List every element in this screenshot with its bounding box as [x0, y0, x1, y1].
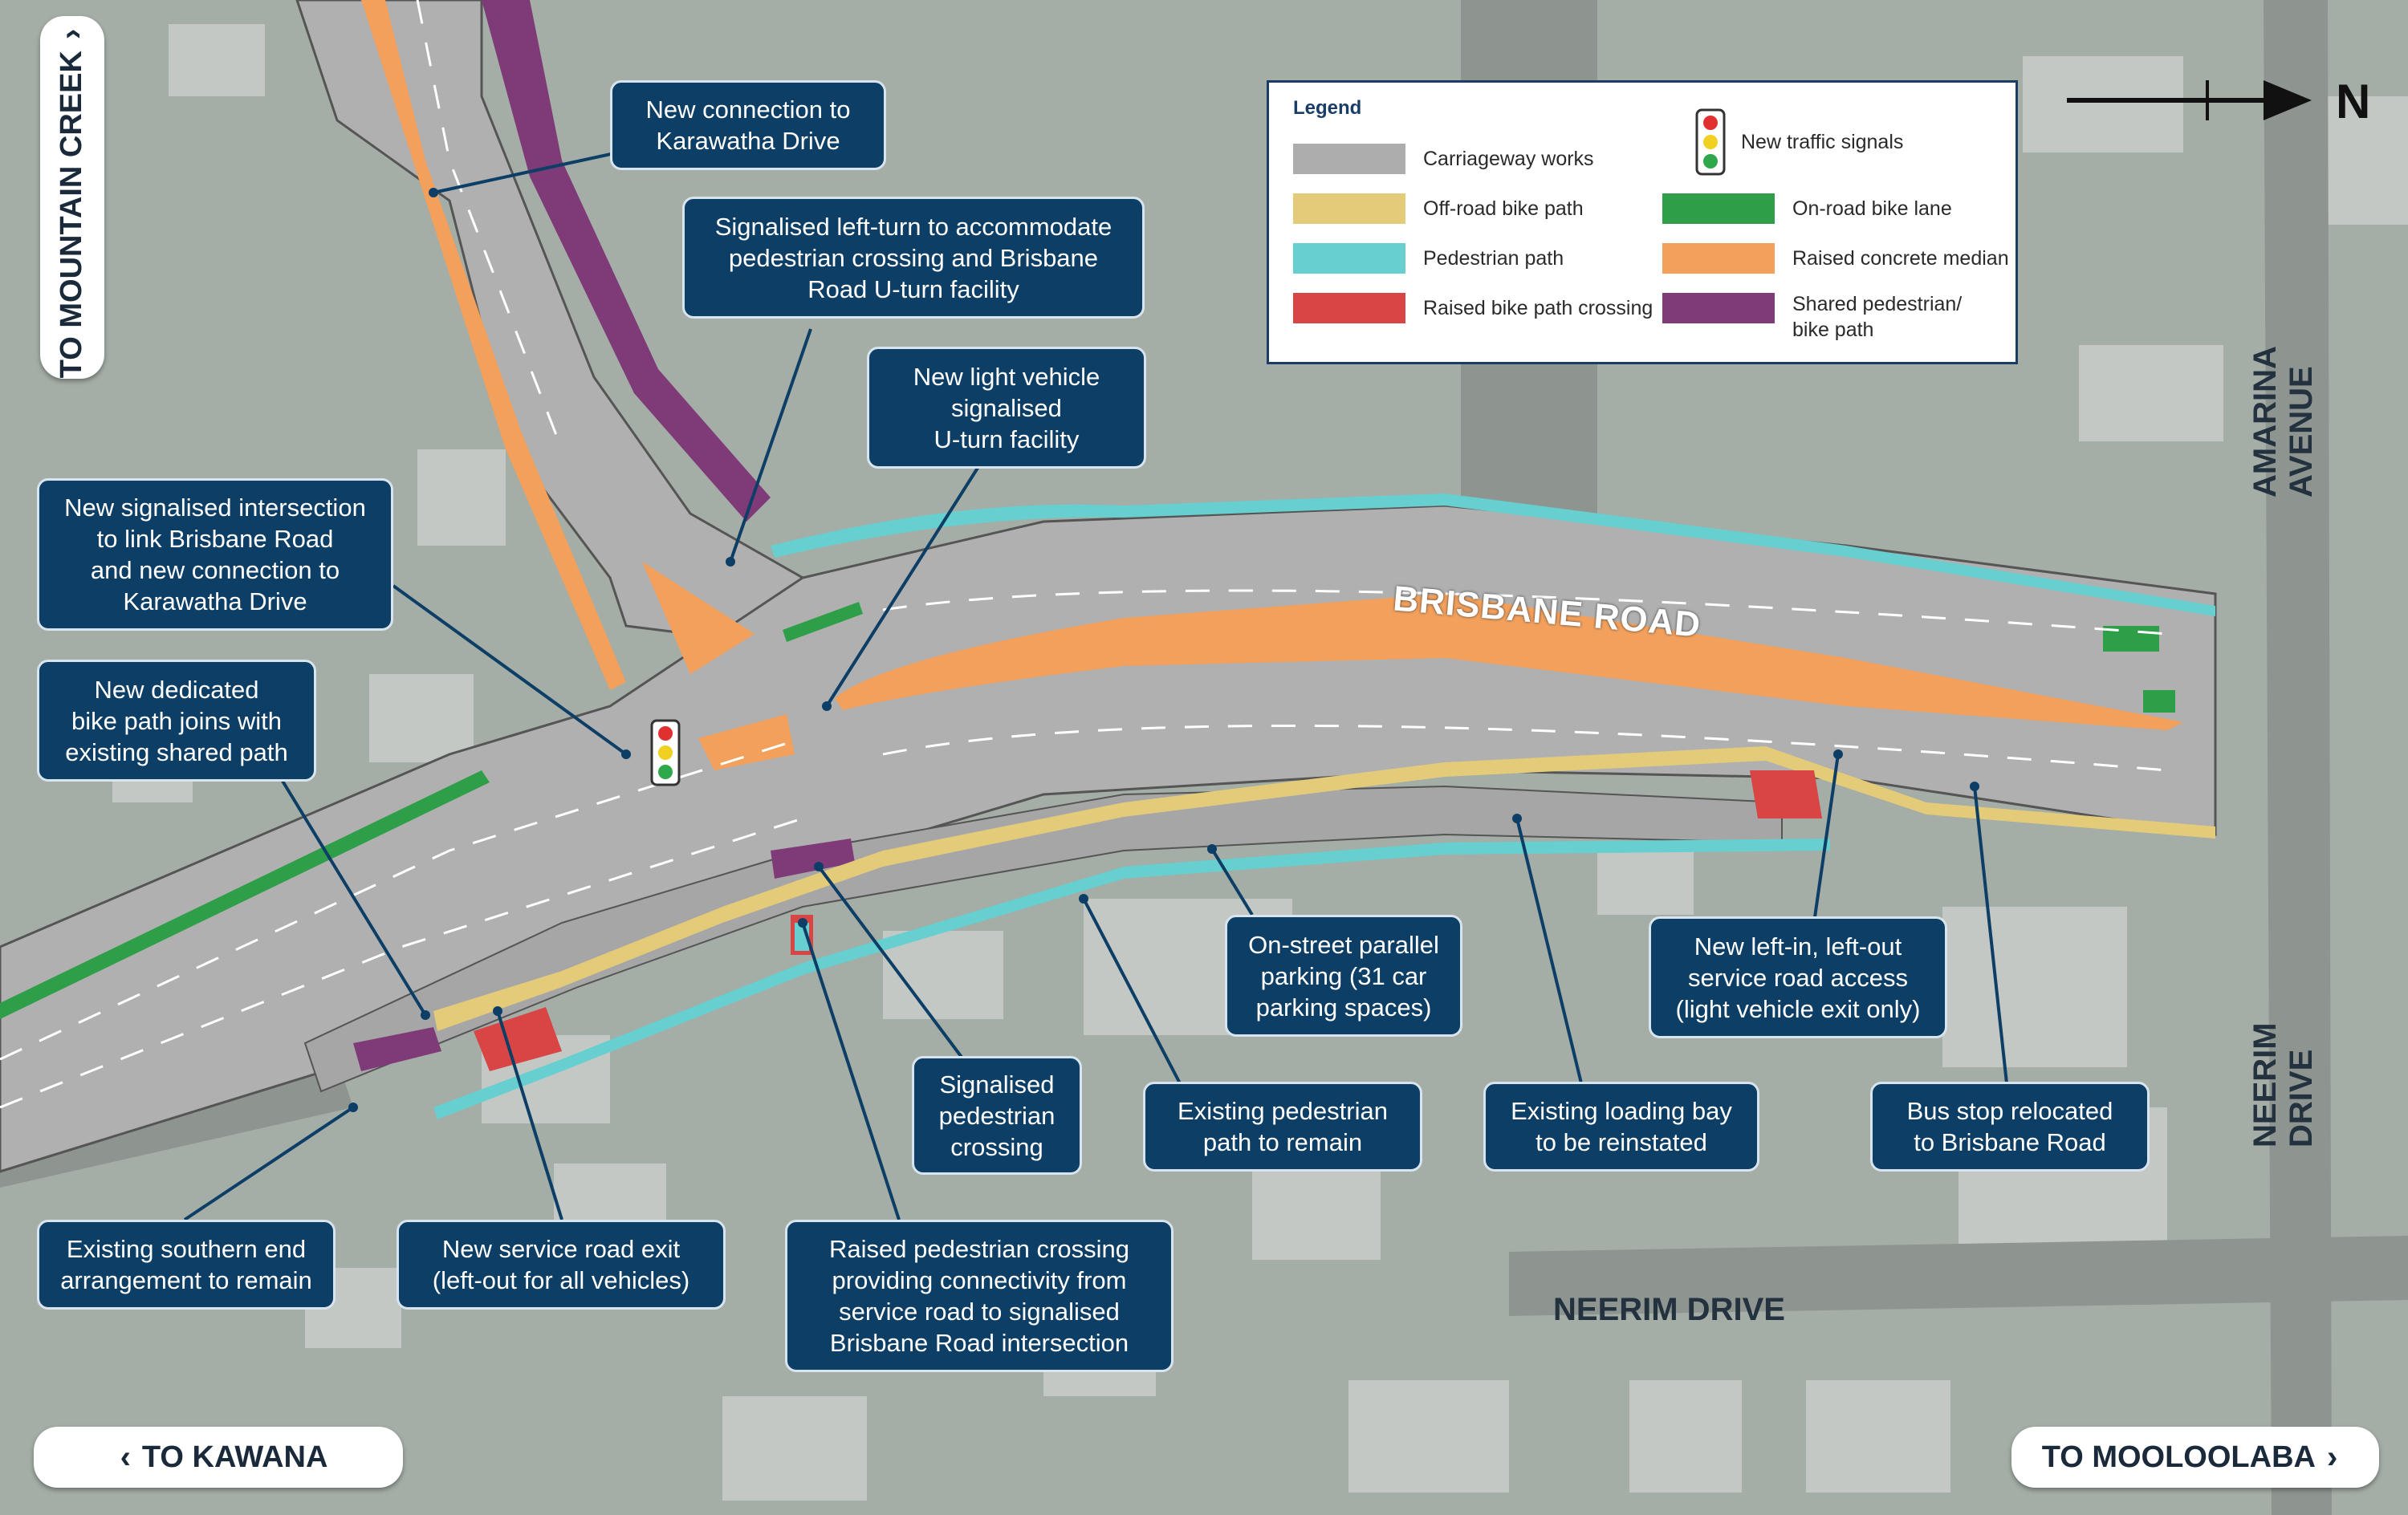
callout-u-turn-facility: New light vehicle signalised U-turn faci…	[867, 347, 1146, 469]
legend-label-raised-crossing: Raised bike path crossing	[1423, 296, 1653, 319]
nav-kawana-label: TO KAWANA	[141, 1440, 328, 1474]
legend-item-bike-path: Off-road bike path	[1293, 193, 1584, 224]
nav-to-kawana[interactable]: ‹ TO KAWANA	[34, 1427, 403, 1488]
shared-path-crossing	[771, 839, 855, 879]
legend-item-carriageway: Carriageway works	[1293, 144, 1594, 174]
chevron-right-icon: ›	[2326, 1439, 2338, 1475]
legend-label-traffic-signals: New traffic signals	[1741, 130, 1904, 153]
off-road-bike-path	[433, 746, 2215, 1031]
legend-item-pedestrian-path: Pedestrian path	[1293, 243, 1564, 274]
callout-karawatha-connection: New connection to Karawatha Drive	[610, 80, 886, 170]
legend-swatch-carriageway	[1293, 144, 1405, 174]
north-label: N	[2336, 75, 2371, 128]
chevron-right-icon: ›	[54, 28, 90, 39]
median-left-turn-island	[642, 562, 755, 674]
north-arrow-icon	[2067, 80, 2312, 120]
callout-signalised-left-turn: Signalised left-turn to accommodate pede…	[682, 197, 1145, 319]
legend-label-shared-path: Shared pedestrian/ bike path	[1792, 293, 1963, 341]
raised-crossing-south	[474, 1007, 562, 1071]
legend-item-bike-lane: On-road bike lane	[1662, 193, 1952, 224]
legend-swatch-median	[1662, 243, 1775, 274]
legend-swatch-shared-path	[1662, 293, 1775, 323]
callout-on-street-parking: On-street parallel parking (31 car parki…	[1225, 915, 1462, 1037]
leader-endpoints	[348, 188, 1979, 1112]
lane-markings	[0, 0, 2168, 1109]
chevron-left-icon: ‹	[120, 1439, 131, 1475]
nav-to-mooloolaba[interactable]: TO MOOLOOLABA ›	[2011, 1427, 2379, 1488]
nav-mountain-creek-inner: TO MOUNTAIN CREEK ›	[55, 17, 91, 377]
nav-mountain-creek-label: TO MOUNTAIN CREEK	[55, 50, 89, 378]
legend-label-bike-path: Off-road bike path	[1423, 197, 1584, 220]
callout-dedicated-bike-path: New dedicated bike path joins with exist…	[37, 660, 316, 782]
legend-label-carriageway: Carriageway works	[1423, 147, 1594, 170]
nav-mooloolaba-label: TO MOOLOOLABA	[2041, 1440, 2316, 1474]
median-u-turn-island	[698, 714, 795, 770]
callout-signalised-pedestrian-crossing: Signalised pedestrian crossing	[912, 1056, 1082, 1175]
callout-left-in-left-out: New left-in, left-out service road acces…	[1649, 916, 1947, 1038]
callout-bus-stop-relocated: Bus stop relocated to Brisbane Road	[1870, 1082, 2150, 1172]
legend-item-shared-path: Shared pedestrian/ bike path	[1662, 293, 1962, 343]
median-brisbane-road	[835, 594, 2183, 730]
median-karawatha	[361, 0, 626, 690]
bike-box-north-2	[2143, 690, 2175, 713]
legend-label-median: Raised concrete median	[1792, 246, 2009, 270]
legend-swatch-raised-crossing	[1293, 293, 1405, 323]
shared-path-south	[353, 1027, 441, 1071]
traffic-signal-icon	[650, 719, 681, 786]
callout-leaders	[183, 151, 2008, 1221]
callout-service-road-exit: New service road exit (left-out for all …	[397, 1220, 726, 1310]
callout-existing-loading-bay: Existing loading bay to be reinstated	[1483, 1082, 1759, 1172]
bike-lane-south	[0, 770, 490, 1019]
legend-item-traffic-signals: New traffic signals	[1694, 108, 1903, 176]
traffic-signal-icon	[1695, 108, 1726, 176]
legend-item-median: Raised concrete median	[1662, 243, 2009, 274]
callout-raised-pedestrian-crossing: Raised pedestrian crossing providing con…	[785, 1220, 1173, 1372]
callout-signalised-intersection: New signalised intersection to link Bris…	[37, 478, 393, 631]
legend-label-bike-lane: On-road bike lane	[1792, 197, 1952, 220]
legend: Legend Carriageway works Off-road bike p…	[1267, 80, 2018, 364]
shared-path-karawatha	[482, 0, 771, 522]
amarina-avenue-label: AMARINA AVENUE	[2247, 347, 2319, 498]
legend-swatch-bike-lane	[1662, 193, 1775, 224]
legend-swatch-bike-path	[1293, 193, 1405, 224]
callout-southern-end: Existing southern end arrangement to rem…	[37, 1220, 336, 1310]
callout-existing-pedestrian-path: Existing pedestrian path to remain	[1143, 1082, 1422, 1172]
nav-to-mountain-creek[interactable]: TO MOUNTAIN CREEK ›	[40, 16, 104, 379]
neerim-drive-vertical-label: NEERIM DRIVE	[2247, 1022, 2319, 1147]
legend-swatch-pedestrian-path	[1293, 243, 1405, 274]
legend-label-pedestrian-path: Pedestrian path	[1423, 246, 1564, 270]
neerim-drive-label: NEERIM DRIVE	[1553, 1292, 1785, 1327]
legend-item-raised-crossing: Raised bike path crossing	[1293, 293, 1653, 323]
legend-title: Legend	[1293, 97, 1362, 119]
raised-crossing-north	[1750, 770, 1822, 818]
bike-lane-intersection	[783, 602, 863, 642]
